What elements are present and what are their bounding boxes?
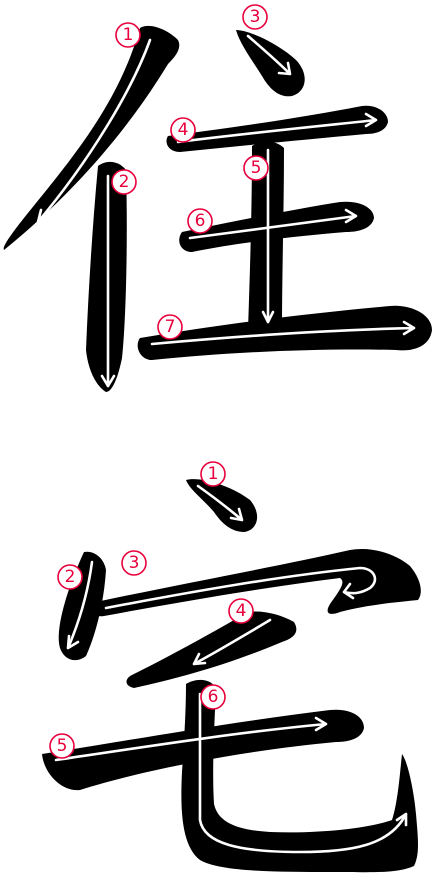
zhu-number-2: 2 [111, 169, 137, 195]
zhu-stroke-1 [3, 25, 180, 250]
zhai-stroke-1 [186, 479, 258, 532]
zhai-number-2: 2 [57, 564, 83, 590]
svg-text:5: 5 [251, 158, 262, 178]
svg-text:7: 7 [165, 317, 176, 337]
svg-text:4: 4 [178, 120, 189, 140]
character-zhu-svg: 1 2 3 4 5 6 7 [3, 4, 432, 392]
svg-text:2: 2 [119, 172, 130, 192]
zhai-stroke-4 [126, 611, 297, 688]
zhai-number-4: 4 [228, 598, 254, 624]
svg-text:3: 3 [250, 7, 261, 27]
zhai-number-3: 3 [121, 550, 147, 576]
svg-text:4: 4 [236, 601, 247, 621]
zhu-guide-arrows [36, 34, 416, 388]
zhu-number-4: 4 [170, 117, 196, 143]
svg-text:5: 5 [57, 736, 68, 756]
zhu-stroke-2 [86, 161, 127, 392]
svg-text:1: 1 [123, 25, 134, 45]
zhu-number-6: 6 [187, 208, 213, 234]
zhu-number-3: 3 [242, 4, 268, 30]
zhu-number-1: 1 [115, 22, 141, 48]
zhu-stroke-3 [236, 30, 305, 97]
svg-text:3: 3 [129, 553, 140, 573]
zhu-stroke-4 [166, 105, 388, 152]
zhai-guide-arrows [54, 484, 408, 854]
character-zhai-stroke-order: 1 2 3 4 5 6 [0, 442, 434, 884]
svg-text:1: 1 [208, 464, 219, 484]
svg-text:2: 2 [65, 567, 76, 587]
svg-text:6: 6 [195, 211, 206, 231]
character-zhu-stroke-order: 1 2 3 4 5 6 7 [3, 4, 432, 392]
character-zhai-svg: 1 2 3 4 5 6 [42, 461, 421, 873]
zhu-number-7: 7 [157, 314, 183, 340]
zhai-number-6: 6 [200, 684, 226, 710]
zhai-number-1: 1 [200, 461, 226, 487]
svg-text:6: 6 [208, 687, 219, 707]
zhu-number-5: 5 [243, 155, 269, 181]
zhai-number-5: 5 [49, 733, 75, 759]
